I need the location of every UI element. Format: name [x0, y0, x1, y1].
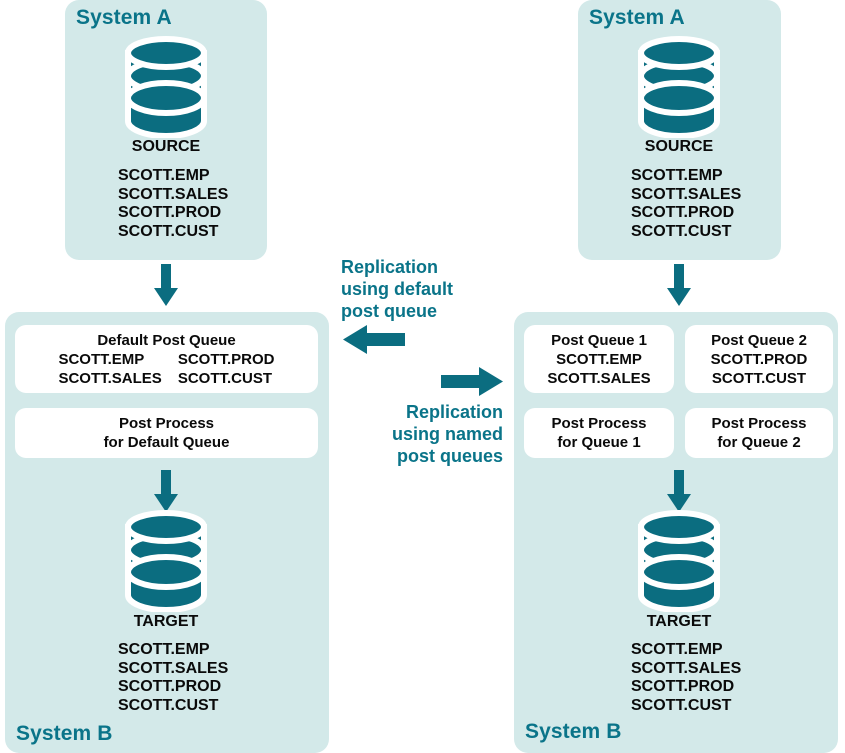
table-name: SCOTT.SALES — [631, 659, 742, 677]
table-name: SCOTT.CUST — [631, 696, 732, 714]
table-name: SCOTT.SALES — [547, 369, 651, 387]
left-arrow-process-to-target — [154, 470, 178, 512]
process-box-line2: for Default Queue — [103, 434, 230, 451]
caption-line: Replication — [341, 257, 439, 277]
right-post-process-1-box[interactable]: Post Process for Queue 1 — [524, 408, 674, 458]
queue-box-header: Post Queue 1 — [551, 331, 647, 349]
table-name: SCOTT.CUST — [631, 222, 732, 240]
table-name: SCOTT.EMP — [58, 350, 145, 368]
right-post-queue-2-box[interactable]: Post Queue 2 SCOTT.PROD SCOTT.CUST — [685, 325, 833, 393]
table-name: SCOTT.EMP — [556, 350, 642, 368]
caption-replication-default: Replication using default post queue — [341, 256, 453, 322]
right-source-label: SOURCE — [644, 138, 714, 155]
left-system-a-title: System A — [76, 6, 172, 29]
table-name: SCOTT.SALES — [118, 185, 229, 203]
left-source-label: SOURCE — [131, 138, 201, 155]
caption-line: using default — [341, 279, 453, 299]
right-post-queue-1-box[interactable]: Post Queue 1 SCOTT.EMP SCOTT.SALES — [524, 325, 674, 393]
right-post-process-2-box[interactable]: Post Process for Queue 2 — [685, 408, 833, 458]
caption-replication-named: Replication using named post queues — [341, 401, 503, 467]
table-name: SCOTT.CUST — [118, 222, 219, 240]
table-name: SCOTT.PROD — [710, 350, 808, 368]
table-name: SCOTT.EMP — [118, 641, 210, 658]
table-name: SCOTT.CUST — [177, 369, 272, 387]
left-source-table-list: SCOTT.EMP SCOTT.SALES SCOTT.PROD SCOTT.C… — [118, 167, 228, 241]
right-arrow-source-to-queues — [667, 264, 691, 306]
process-box-line1: Post Process — [118, 415, 215, 432]
arrow-replication-default-left — [343, 325, 405, 354]
table-name: SCOTT.PROD — [631, 204, 735, 222]
caption-line: post queues — [396, 446, 503, 466]
table-name: SCOTT.CUST — [118, 696, 219, 714]
table-name: SCOTT.PROD — [118, 678, 222, 696]
right-target-label: TARGET — [646, 613, 712, 630]
left-arrow-source-to-queue — [154, 264, 178, 306]
process-box-line2: for Queue 1 — [557, 434, 641, 451]
process-box-line1: Post Process — [711, 415, 807, 432]
table-name: SCOTT.SALES — [631, 185, 742, 203]
process-box-line2: for Queue 2 — [717, 434, 801, 451]
table-name: SCOTT.PROD — [631, 678, 735, 696]
table-name: SCOTT.PROD — [177, 350, 275, 368]
table-name: SCOTT.EMP — [631, 641, 723, 658]
left-target-label: TARGET — [133, 613, 199, 630]
right-target-database-icon — [636, 510, 722, 612]
table-name: SCOTT.EMP — [631, 167, 723, 184]
left-post-process-box[interactable]: Post Process for Default Queue — [15, 408, 318, 458]
caption-line: using named — [391, 424, 503, 444]
table-name: SCOTT.SALES — [58, 369, 162, 387]
queue-box-table-grid: SCOTT.EMP SCOTT.PROD SCOTT.SALES SCOTT.C… — [58, 350, 274, 388]
process-box-line1: Post Process — [551, 415, 647, 432]
queue-box-header: Post Queue 2 — [711, 331, 807, 349]
table-name: SCOTT.EMP — [118, 167, 210, 184]
right-arrow-processes-to-target — [667, 470, 691, 512]
table-name: SCOTT.SALES — [118, 659, 229, 677]
queue-box-header: Default Post Queue — [97, 331, 236, 349]
left-source-database-icon — [123, 36, 209, 138]
arrow-replication-named-right — [441, 367, 503, 396]
right-source-table-list: SCOTT.EMP SCOTT.SALES SCOTT.PROD SCOTT.C… — [631, 167, 741, 241]
left-target-table-list: SCOTT.EMP SCOTT.SALES SCOTT.PROD SCOTT.C… — [118, 641, 228, 715]
caption-line: Replication — [405, 402, 503, 422]
right-system-a-title: System A — [589, 6, 685, 29]
left-target-database-icon — [123, 510, 209, 612]
caption-line: post queue — [341, 301, 438, 321]
left-default-post-queue-box[interactable]: Default Post Queue SCOTT.EMP SCOTT.PROD … — [15, 325, 318, 393]
table-name: SCOTT.PROD — [118, 204, 222, 222]
right-source-database-icon — [636, 36, 722, 138]
left-system-b-title: System B — [16, 722, 113, 745]
table-name: SCOTT.CUST — [711, 369, 807, 387]
right-system-b-title: System B — [525, 720, 622, 743]
right-target-table-list: SCOTT.EMP SCOTT.SALES SCOTT.PROD SCOTT.C… — [631, 641, 741, 715]
